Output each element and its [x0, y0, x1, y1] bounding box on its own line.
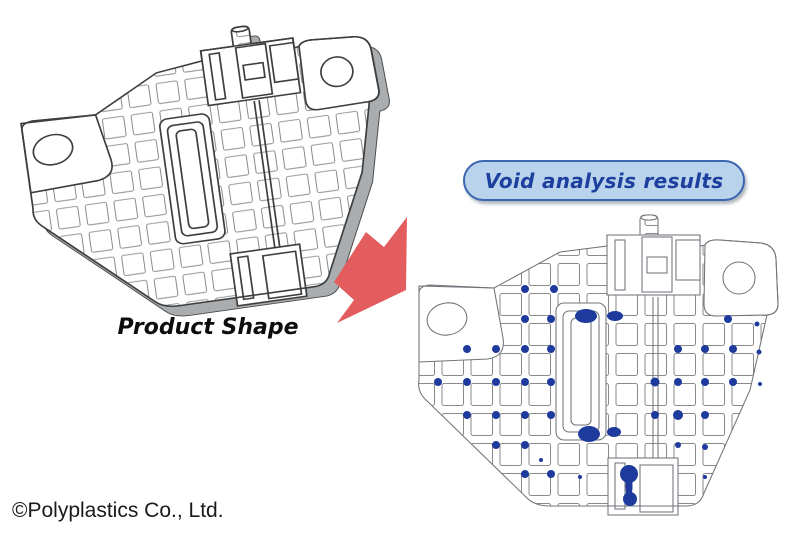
red-arrow-icon: [334, 217, 407, 323]
void-markers: [434, 285, 762, 506]
void-analysis-badge-label: Void analysis results: [484, 168, 724, 193]
product-shape-caption: Product Shape: [117, 315, 299, 340]
copyright-notice: ©Polyplastics Co., Ltd.: [12, 499, 224, 522]
void-analysis-wireframe: [419, 215, 778, 515]
void-analysis-badge: Void analysis results: [463, 160, 745, 201]
wireframe-outline: [419, 215, 778, 515]
